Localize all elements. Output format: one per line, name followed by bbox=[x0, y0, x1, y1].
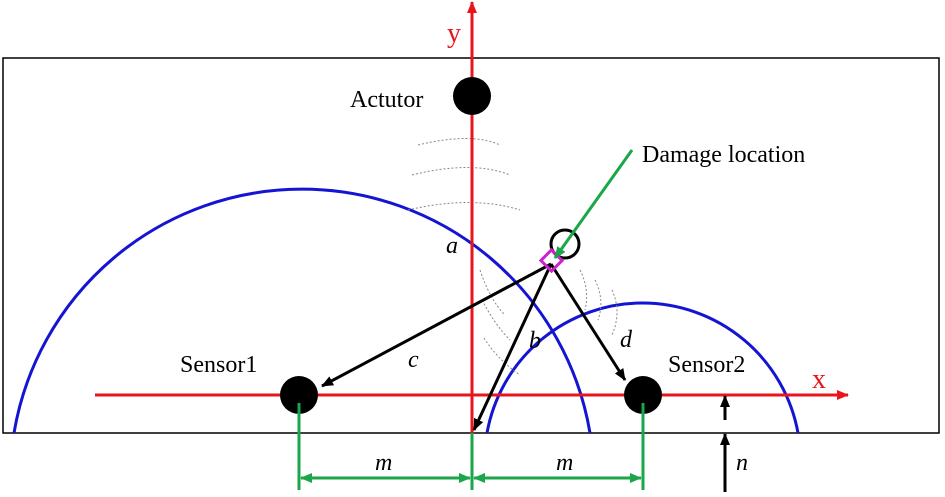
label-d: d bbox=[620, 327, 633, 353]
label-m-right: m bbox=[556, 450, 573, 476]
label-m-left: m bbox=[375, 450, 392, 476]
actuator-label: Actutor bbox=[350, 87, 423, 113]
y-axis-label: y bbox=[447, 18, 461, 49]
sensor2-circle bbox=[485, 301, 800, 434]
path-c-arrow bbox=[321, 262, 552, 388]
dimension-lines bbox=[297, 403, 645, 490]
wave-fronts-actuator bbox=[407, 138, 521, 211]
label-b: b bbox=[529, 328, 541, 354]
sensor2-label: Sensor2 bbox=[668, 352, 745, 378]
sensor1-dot bbox=[280, 376, 318, 414]
label-c: c bbox=[408, 347, 419, 373]
path-d-arrow bbox=[549, 263, 627, 381]
wave-fronts-damage-left bbox=[479, 269, 521, 376]
label-n: n bbox=[736, 450, 748, 476]
damage-location-arrow bbox=[553, 149, 634, 259]
damage-location-label: Damage location bbox=[642, 142, 805, 168]
label-a: a bbox=[446, 233, 458, 259]
actuator-dot bbox=[453, 77, 491, 115]
sensor1-circle bbox=[12, 187, 592, 434]
sensor2-dot bbox=[624, 376, 662, 414]
x-axis-label: x bbox=[812, 364, 826, 395]
wave-fronts-damage-right bbox=[579, 269, 618, 336]
sensor1-label: Sensor1 bbox=[180, 352, 257, 378]
path-b-arrow bbox=[472, 263, 553, 431]
